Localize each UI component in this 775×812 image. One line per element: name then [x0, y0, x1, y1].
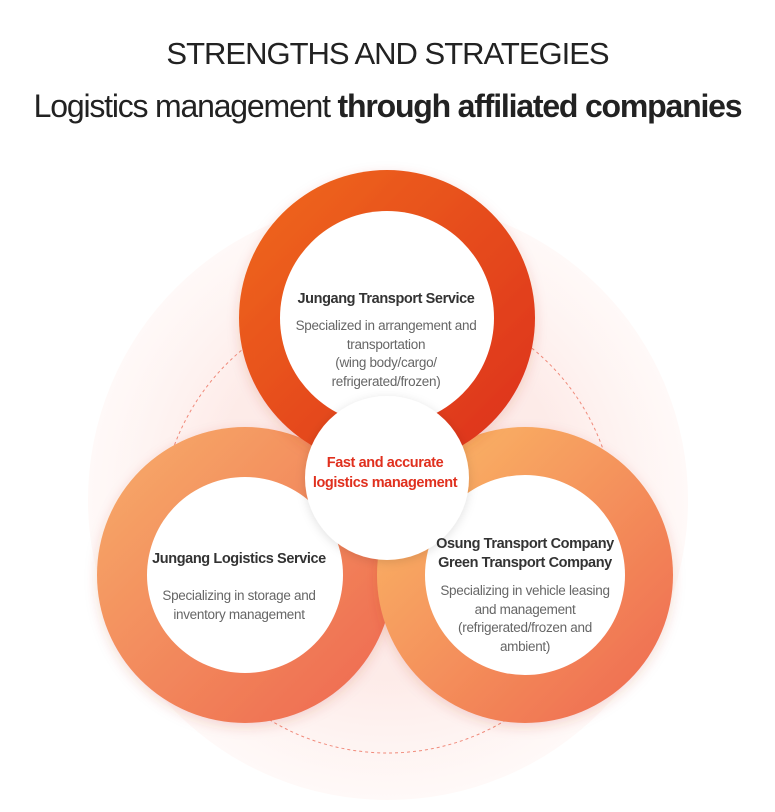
- page-subtitle: Logistics management through affiliated …: [0, 88, 775, 125]
- subtitle-bold: through affiliated companies: [337, 88, 743, 124]
- description-line: transportation: [346, 336, 426, 352]
- description-line: Specializing in vehicle leasing: [440, 583, 610, 598]
- description-line: (refrigerated/frozen and: [458, 620, 592, 635]
- description-line: Specialized in arrangement and: [295, 318, 477, 333]
- right-ring-inner: [425, 475, 625, 675]
- center-label-line: Fast and accurate: [326, 455, 444, 471]
- company-title: Green Transport Company: [438, 555, 612, 571]
- company-description: Specialized in arrangement and transport…: [275, 317, 497, 391]
- page-title: STRENGTHS AND STRATEGIES: [166, 36, 609, 71]
- center-circle-content: Fast and accurate logistics management: [300, 453, 470, 493]
- left-circle-content: Jungang Logistics Service Specializing i…: [130, 550, 348, 624]
- company-description: Specializing in vehicle leasing and mana…: [425, 582, 625, 656]
- left-ring-inner: [147, 477, 343, 673]
- description-line: (wing body/cargo/: [335, 355, 437, 370]
- company-title: Jungang Logistics Service: [152, 551, 326, 567]
- center-circle: [305, 396, 469, 560]
- description-line: Specializing in storage and: [162, 588, 316, 603]
- subtitle-light: Logistics management: [33, 88, 331, 124]
- top-ring-inner: [280, 211, 494, 425]
- description-line: refrigerated/frozen): [331, 373, 441, 389]
- description-line: inventory management: [173, 606, 305, 622]
- company-title: Jungang Transport Service: [297, 291, 475, 307]
- top-circle-content: Jungang Transport Service Specialized in…: [275, 290, 497, 391]
- description-line: and management: [474, 601, 576, 617]
- company-title: Osung Transport Company: [436, 536, 614, 552]
- company-description: Specializing in storage and inventory ma…: [130, 587, 348, 624]
- center-label-line: logistics management: [312, 475, 458, 491]
- right-circle-content: Osung Transport Company Green Transport …: [425, 535, 625, 656]
- description-line: ambient): [499, 638, 551, 654]
